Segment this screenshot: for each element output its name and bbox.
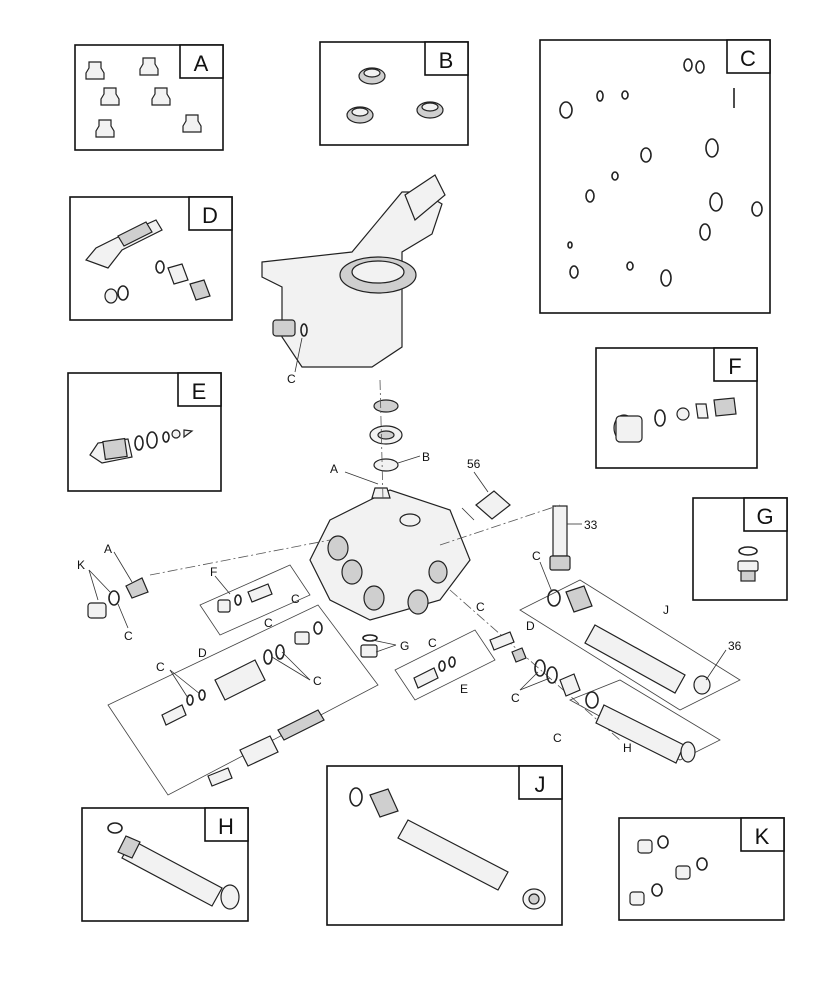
kit-label-f: F — [728, 354, 741, 379]
callout-c-d3: C — [313, 674, 322, 688]
callout-g-mid: G — [400, 639, 409, 653]
inlet-tube-part — [349, 787, 546, 910]
kit-box-a: A — [74, 44, 224, 151]
kit-box-f: F — [595, 347, 758, 469]
callout-j-mid: J — [663, 603, 669, 617]
valve-cap-part — [85, 57, 202, 138]
kit-label-c: C — [740, 46, 756, 71]
kit-label-d: D — [202, 203, 218, 228]
callout-a-top: A — [330, 462, 338, 476]
callout-h-mid: H — [623, 741, 632, 755]
callout-e-mid: E — [460, 682, 468, 696]
callout-c-d2: C — [156, 660, 165, 674]
crankcase-part — [261, 174, 446, 368]
callout-c-bolt: C — [476, 600, 485, 614]
seal-part — [346, 67, 444, 124]
kit-box-d: D — [69, 196, 233, 321]
kit-label-e: E — [192, 379, 207, 404]
outlet-assembly-part — [585, 691, 696, 764]
center-small-parts — [360, 631, 527, 689]
unloader-part — [84, 219, 211, 304]
drain-plug-part — [737, 546, 759, 582]
plug-part — [629, 835, 708, 906]
kit-label-j: J — [535, 772, 546, 797]
callout-36: 36 — [728, 639, 742, 653]
callout-c-mid2: C — [532, 549, 541, 563]
outlet-tube-part — [107, 822, 240, 910]
callout-d-mid: D — [198, 646, 207, 660]
callout-d-right: D — [526, 619, 535, 633]
bolt-33-part — [549, 505, 582, 571]
callout-c-left: C — [124, 629, 133, 643]
kit-box-g: G — [692, 497, 788, 601]
pump-manifold-part — [309, 487, 471, 621]
valve-stem-part — [89, 429, 194, 464]
kit-box-e: E — [67, 372, 222, 492]
check-valve-assembly-part — [217, 583, 273, 613]
kit-label-h: H — [218, 814, 234, 839]
left-plug-part — [87, 577, 149, 619]
seal-stack-part — [369, 399, 421, 472]
callout-33: 33 — [584, 518, 598, 532]
callout-f-mid: F — [210, 565, 217, 579]
inlet-assembly-part — [534, 585, 711, 697]
kit-box-j: J — [326, 765, 563, 926]
callout-56: 56 — [467, 457, 481, 471]
callout-c-crankcase: C — [287, 372, 296, 386]
kit-box-k: K — [618, 817, 785, 921]
callout-b-top: B — [422, 450, 430, 464]
callout-c-e: C — [428, 636, 437, 650]
callout-c-f: C — [264, 616, 273, 630]
kit-box-c: C — [539, 39, 771, 314]
kit-box-h: H — [81, 807, 249, 922]
kit-label-a: A — [194, 51, 209, 76]
kit-label-g: G — [756, 504, 773, 529]
callout-a-left: A — [104, 542, 112, 556]
callout-labels: C A B 56 33 36 K A C F C C D C C G C E C… — [77, 372, 742, 755]
callout-c-j: C — [511, 691, 520, 705]
callout-c-d1: C — [291, 592, 300, 606]
o-ring-part — [559, 58, 763, 287]
callout-c-right2: C — [553, 731, 562, 745]
unloader-assembly-part — [161, 621, 325, 787]
kit-box-b: B — [319, 41, 469, 146]
kit-label-b: B — [439, 48, 454, 73]
callout-k-left: K — [77, 558, 85, 572]
fitting-56-part — [473, 471, 511, 520]
kit-label-k: K — [755, 824, 770, 849]
check-valve-part — [613, 397, 737, 443]
